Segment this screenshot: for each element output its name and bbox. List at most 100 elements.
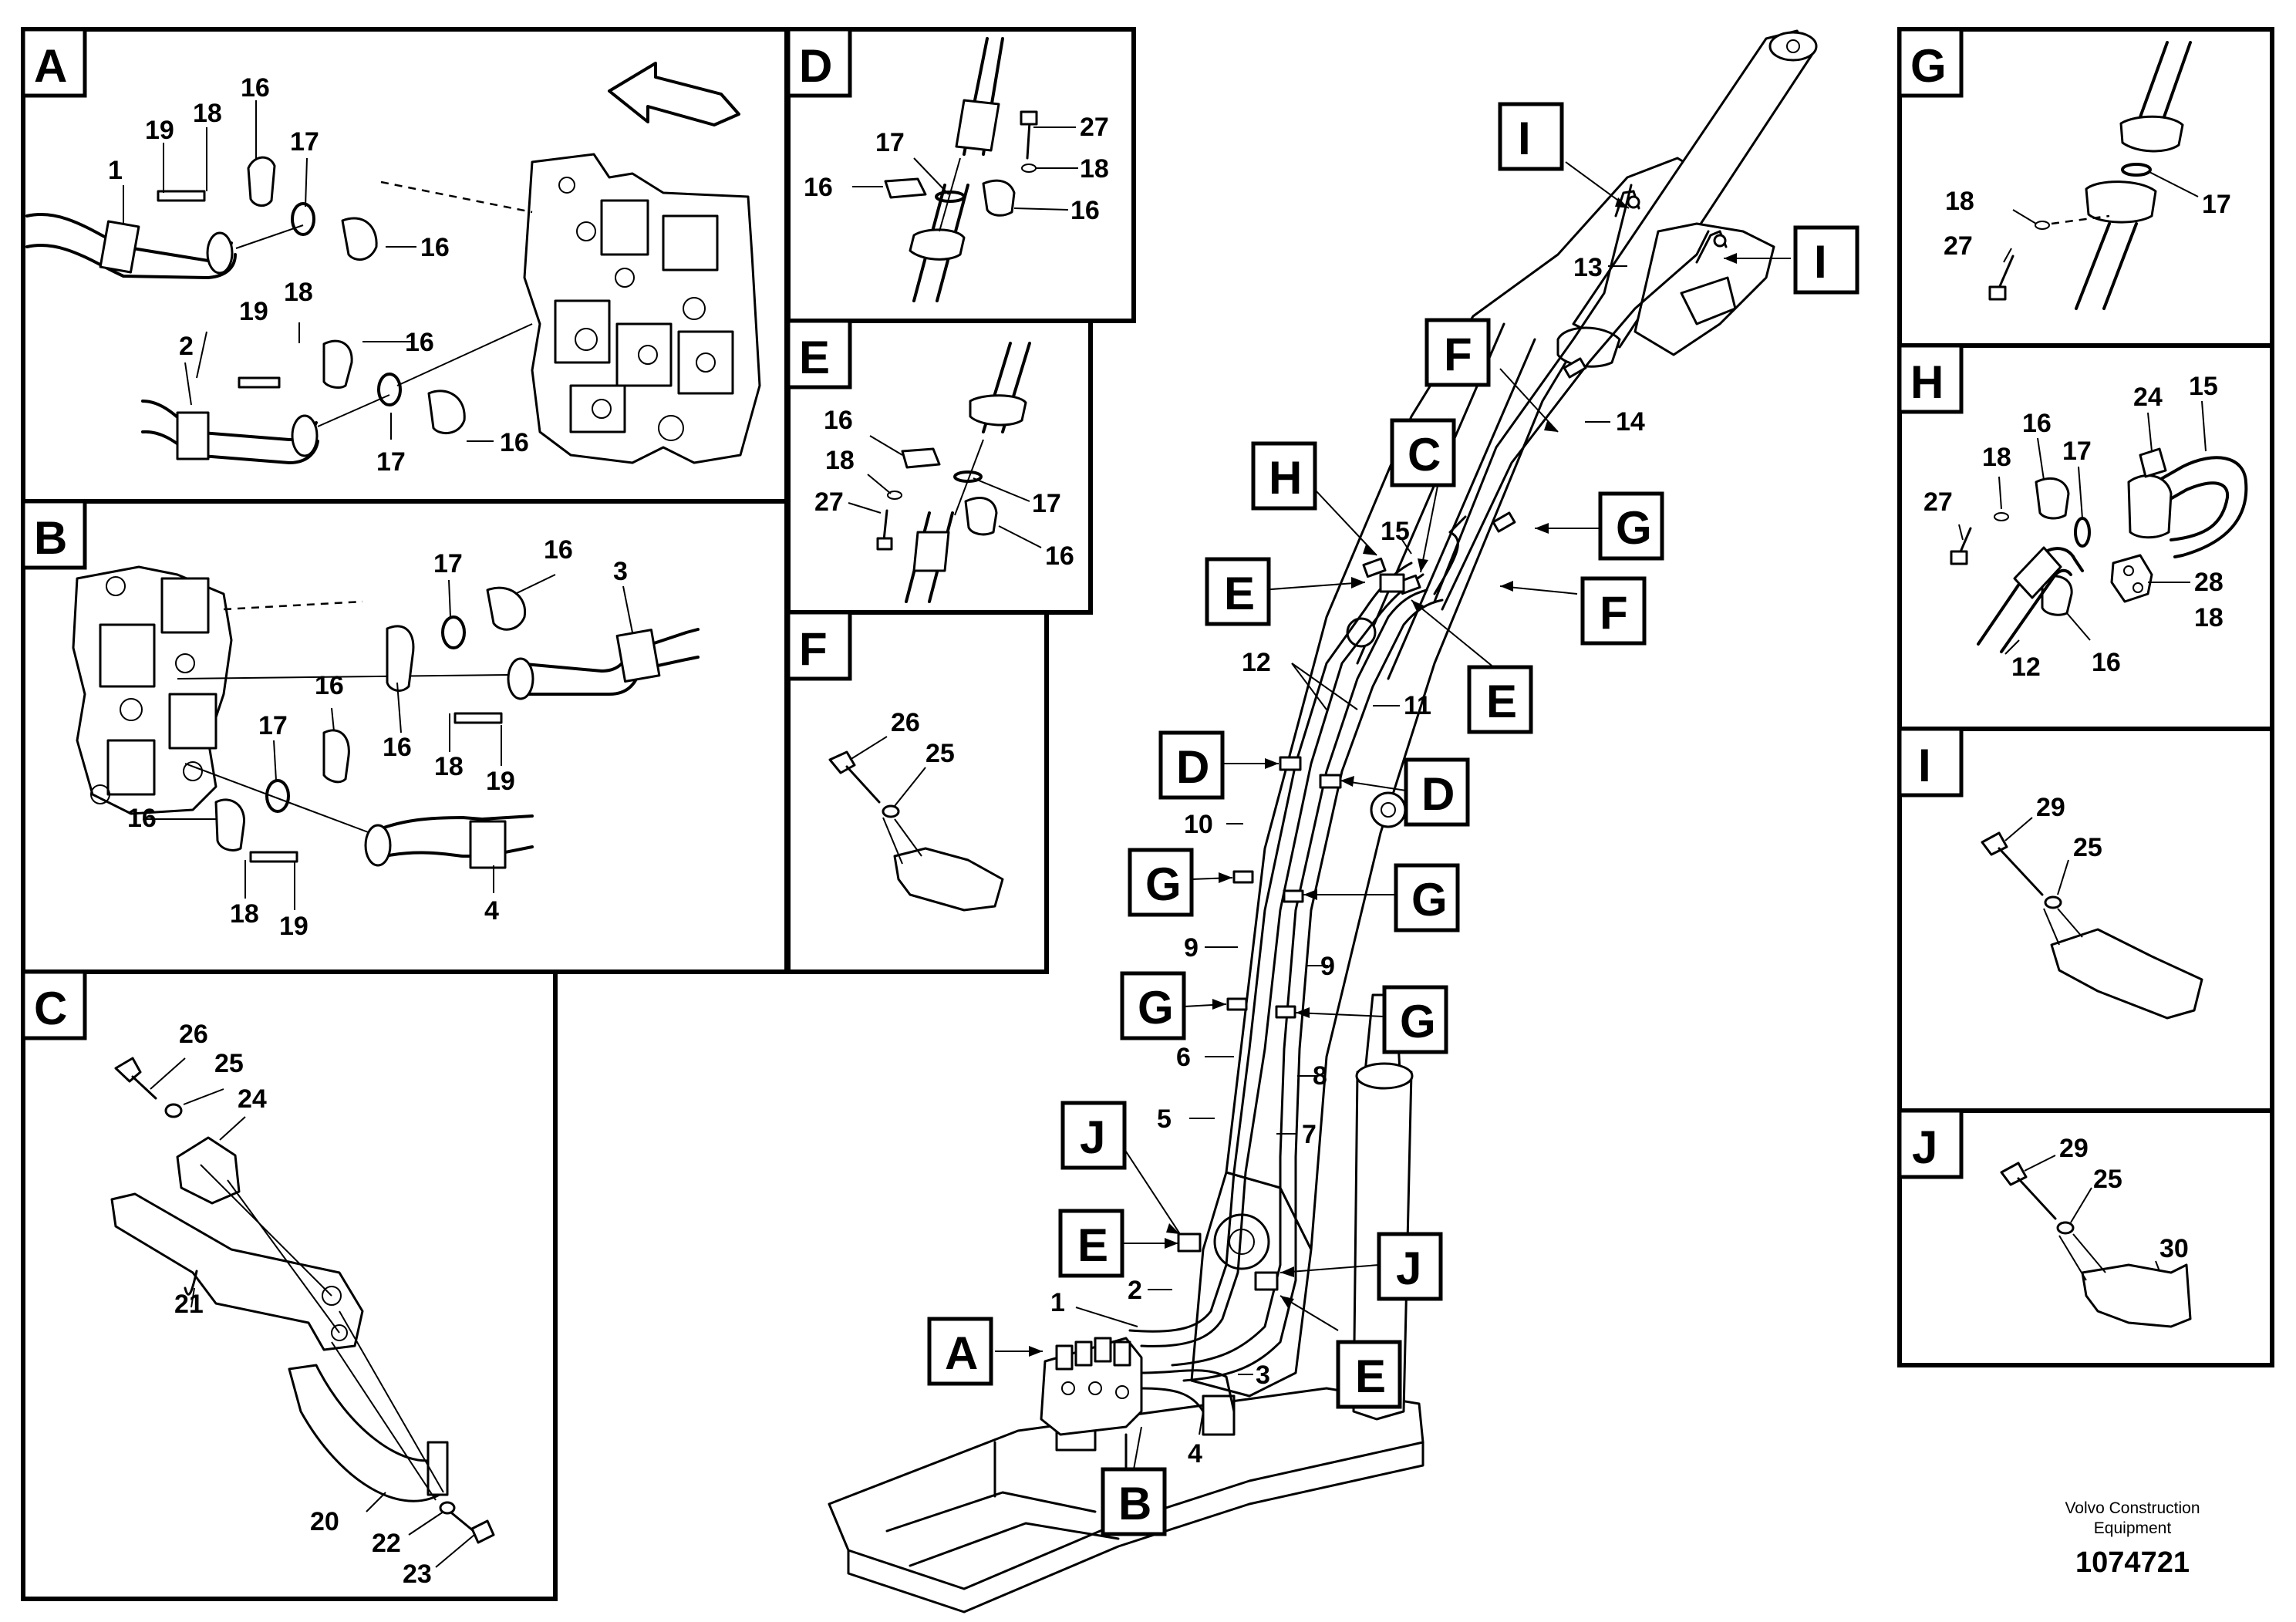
label-2: 2 — [179, 332, 194, 361]
label-25: 25 — [2093, 1165, 2122, 1194]
label-17: 17 — [2062, 437, 2092, 466]
panel-j-letter: J — [1912, 1121, 1937, 1173]
label-24: 24 — [2133, 383, 2163, 412]
control-valve — [1040, 1337, 1143, 1436]
main-part-labels: 13 14 15 12 11 10 9 9 6 8 5 7 1 2 3 4 — [1050, 253, 1645, 1469]
callout-e: E — [1077, 1219, 1108, 1271]
pipe-3 — [515, 628, 700, 673]
panel-b: B 17 — [21, 499, 789, 974]
label-9: 9 — [1320, 952, 1335, 981]
callout-e: E — [1355, 1351, 1386, 1402]
label-26: 26 — [891, 708, 920, 737]
label-2: 2 — [1128, 1276, 1142, 1305]
panel-g-letter: G — [1910, 40, 1947, 92]
panel-f-letter: F — [799, 623, 828, 675]
panel-f: F 26 25 — [786, 610, 1049, 974]
label-9: 9 — [1184, 933, 1199, 963]
label-17: 17 — [875, 128, 905, 157]
label-17: 17 — [258, 711, 288, 740]
callout-a: A — [945, 1327, 978, 1379]
callout-g: G — [1145, 858, 1182, 910]
panel-i-letter: I — [1918, 740, 1931, 791]
callout-g: G — [1400, 996, 1436, 1047]
label-29: 29 — [2059, 1134, 2089, 1163]
label-17: 17 — [1032, 489, 1061, 518]
panel-i: I 29 25 — [1897, 727, 2274, 1113]
panel-g: G 18 17 27 — [1897, 27, 2274, 348]
panel-d: D 27 17 18 16 16 — [786, 27, 1136, 323]
label-18: 18 — [193, 99, 222, 128]
label-24: 24 — [238, 1084, 267, 1114]
label-16: 16 — [1045, 541, 1074, 571]
label-18: 18 — [1945, 187, 1974, 216]
label-18: 18 — [1982, 443, 2011, 472]
callout-f: F — [1600, 587, 1628, 639]
callout-f: F — [1444, 329, 1472, 380]
label-18: 18 — [434, 752, 464, 781]
callout-b: B — [1118, 1478, 1151, 1529]
label-16: 16 — [383, 733, 412, 762]
brand-line-1: Volvo Construction — [2065, 1499, 2200, 1517]
panel-c-letter: C — [34, 983, 67, 1034]
label-29: 29 — [2036, 793, 2065, 822]
label-19: 19 — [279, 912, 308, 941]
direction-arrow — [608, 62, 740, 126]
label-3: 3 — [613, 557, 628, 586]
label-22: 22 — [372, 1529, 401, 1558]
label-8: 8 — [1313, 1061, 1327, 1091]
hose-15 — [2154, 456, 2248, 558]
pipe-4 — [369, 814, 534, 835]
panel-a-letter: A — [34, 40, 67, 92]
callout-g: G — [1616, 502, 1652, 554]
label-11: 11 — [1404, 691, 1431, 720]
panel-h-letter: H — [1910, 356, 1944, 408]
label-18: 18 — [1080, 154, 1109, 184]
label-16: 16 — [241, 73, 270, 103]
label-5: 5 — [1157, 1104, 1172, 1134]
part-leaders — [1075, 265, 1627, 1435]
label-16: 16 — [420, 233, 450, 262]
label-23: 23 — [403, 1560, 432, 1589]
label-27: 27 — [1923, 487, 1953, 517]
label-19: 19 — [239, 297, 268, 326]
callout-e: E — [1486, 676, 1517, 727]
label-1: 1 — [108, 156, 123, 185]
label-4: 4 — [1188, 1439, 1202, 1469]
label-19: 19 — [145, 116, 174, 145]
panel-j: J 29 25 30 — [1897, 1108, 2274, 1367]
label-16: 16 — [405, 328, 434, 357]
label-27: 27 — [814, 487, 844, 517]
label-13: 13 — [1573, 253, 1603, 282]
label-21: 21 — [174, 1290, 204, 1319]
label-15: 15 — [1381, 517, 1410, 546]
label-28: 28 — [2194, 568, 2224, 597]
label-16: 16 — [315, 671, 344, 700]
callout-j: J — [1396, 1243, 1421, 1294]
callout-c: C — [1408, 429, 1441, 481]
label-6: 6 — [1176, 1043, 1191, 1072]
brand-line-2: Equipment — [2094, 1519, 2172, 1537]
label-17: 17 — [290, 127, 319, 157]
panel-e: E 16 18 27 17 16 — [786, 319, 1093, 615]
hose-clamps — [1177, 357, 1587, 1291]
label-3: 3 — [1256, 1361, 1270, 1390]
label-30: 30 — [2159, 1234, 2189, 1263]
label-27: 27 — [1080, 113, 1109, 142]
label-25: 25 — [2073, 833, 2102, 862]
label-7: 7 — [1302, 1120, 1317, 1149]
callout-boxes: I I F F H C G E E D D G G G G J J E E A … — [927, 102, 1859, 1536]
callout-i: I — [1518, 113, 1531, 164]
panel-a: A — [21, 27, 789, 504]
callout-d: D — [1176, 741, 1209, 793]
callout-leaders — [995, 161, 1791, 1470]
label-18: 18 — [284, 278, 313, 307]
callout-e: E — [1224, 568, 1255, 619]
label-1: 1 — [1050, 1288, 1065, 1317]
callout-d: D — [1421, 768, 1455, 820]
label-16: 16 — [824, 406, 853, 435]
callout-h: H — [1269, 452, 1302, 504]
label-10: 10 — [1184, 810, 1213, 839]
label-16: 16 — [544, 535, 573, 565]
main-assembly: I I F F H C G E E D D G G G G J J E E A … — [828, 29, 1859, 1614]
